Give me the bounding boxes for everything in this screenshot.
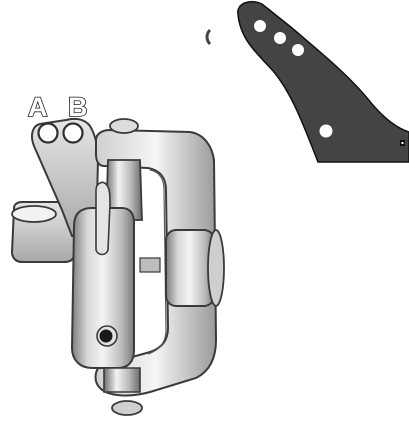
- bracket-hole-3: [292, 44, 304, 56]
- hole-a-ring: [37, 122, 59, 144]
- hole-b-ring: [62, 122, 84, 144]
- slider-hub: [165, 229, 215, 307]
- bracket-hole-1: [254, 20, 266, 32]
- label-b: B: [68, 92, 88, 122]
- caliper-body: [70, 207, 135, 369]
- slider-hub-small: [139, 257, 161, 273]
- bottom-pin-cap: [111, 400, 143, 416]
- bleed-nipple-hole: [99, 329, 113, 343]
- caliper-yoke: [94, 128, 218, 397]
- caliper-fin: [95, 181, 111, 256]
- arm-end-face: [11, 205, 57, 223]
- bottom-cylinder: [103, 367, 141, 393]
- bracket-hole-4: [319, 124, 333, 138]
- brake-caliper: [10, 117, 225, 416]
- slider-hub-face: [207, 229, 225, 307]
- label-a: A: [28, 92, 48, 122]
- top-pin-cap: [109, 118, 139, 134]
- bracket-edge-dot: [401, 142, 404, 144]
- mounting-bracket: [205, 0, 409, 163]
- bracket-hole-2: [274, 32, 286, 44]
- bracket-stray-mark: [205, 28, 212, 46]
